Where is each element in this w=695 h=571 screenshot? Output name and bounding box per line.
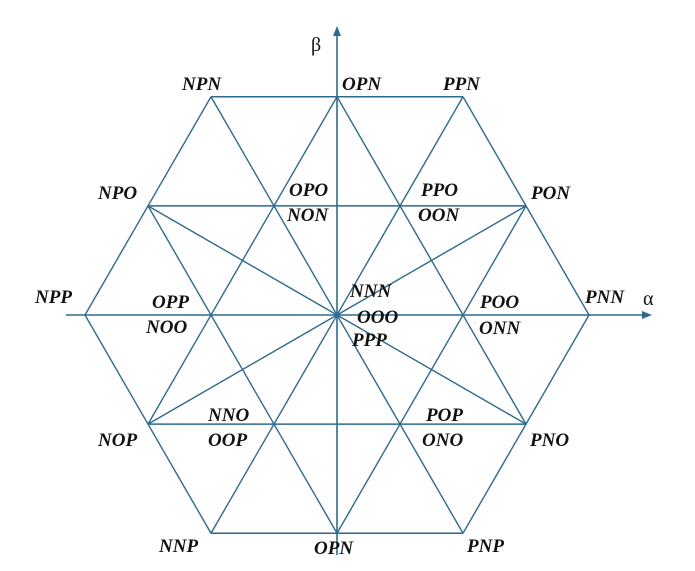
vector-lines: [84, 96, 590, 534]
label-npo: NPO: [97, 183, 137, 204]
label-nnn: NNN: [349, 281, 392, 302]
label-non: NON: [286, 205, 329, 226]
radius-15: [147, 205, 338, 316]
label-nnp: NNP: [158, 536, 198, 557]
label-opn-top: OPN: [342, 74, 382, 95]
label-pon: PON: [530, 183, 571, 204]
alpha-axis-label: α: [643, 288, 654, 310]
label-ono: ONO: [422, 430, 463, 451]
beta-axis-label: β: [311, 34, 321, 56]
label-pnp: PNP: [466, 536, 504, 557]
label-opp: OPP: [152, 292, 189, 313]
label-ppo: PPO: [420, 180, 458, 201]
radius-14: [336, 205, 527, 316]
axes: [66, 26, 652, 555]
label-nno: NNO: [207, 405, 249, 426]
label-oon: OON: [418, 205, 460, 226]
label-oop: OOP: [208, 430, 247, 451]
label-opo: OPO: [289, 180, 328, 201]
label-ppn: PPN: [442, 74, 481, 95]
label-noo: NOO: [145, 317, 187, 338]
label-nop: NOP: [97, 430, 137, 451]
radius-16: [147, 314, 338, 425]
label-pnn: PNN: [584, 287, 625, 308]
label-pop: POP: [425, 405, 463, 426]
label-ppp: PPP: [351, 330, 387, 351]
label-ooo: OOO: [357, 307, 398, 328]
radius-17: [336, 314, 527, 425]
label-npp: NPP: [34, 287, 72, 308]
label-npn: NPN: [181, 74, 222, 95]
label-pno: PNO: [529, 430, 569, 451]
label-poo: POO: [479, 292, 519, 313]
label-opn-bottom: OPN: [314, 538, 354, 559]
label-onn: ONN: [479, 318, 521, 339]
vector-labels: α β NPN OPN PPN NPO OPO NON PPO OON PON …: [34, 34, 654, 559]
